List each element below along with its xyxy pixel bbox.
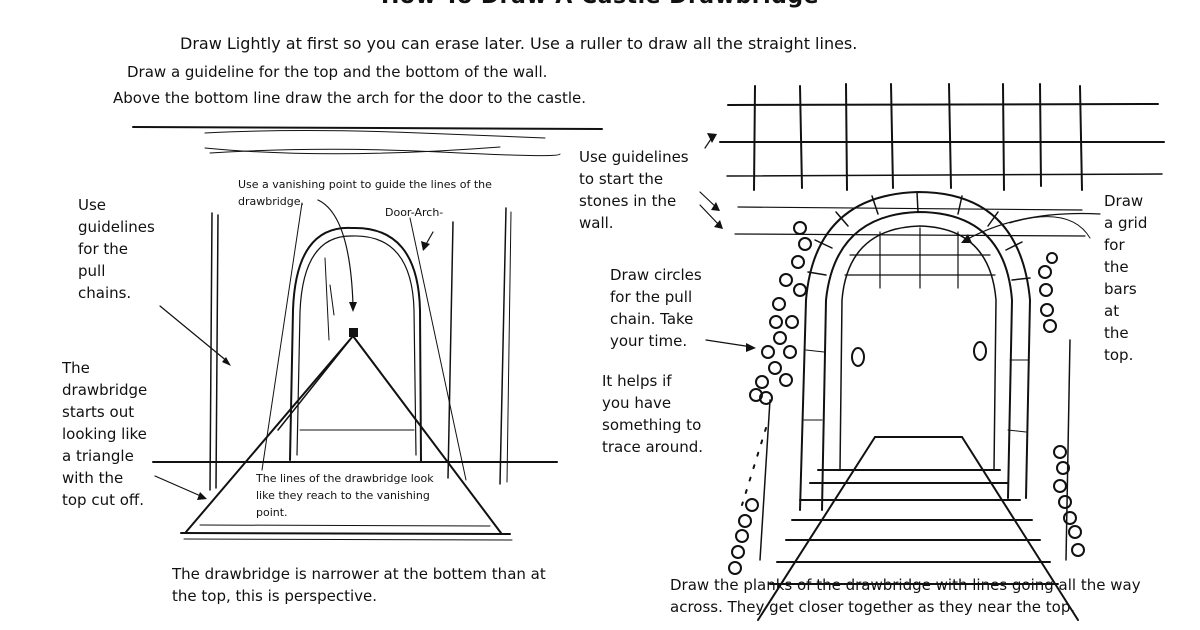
page-title: How To Draw A Castle Drawbridge — [0, 0, 1200, 9]
vanishing-point-note: Use a vanishing point to guide the lines… — [238, 178, 492, 208]
arch-note: Above the bottom line draw the arch for … — [113, 89, 587, 107]
bridge-lines-note: The lines of the drawbridge look like th… — [256, 472, 434, 519]
door-arch-label: Door-Arch- — [385, 206, 444, 219]
intro-note: Draw Lightly at first so you can erase l… — [180, 34, 858, 53]
circles-note: Draw circles for the pull chain. Take yo… — [610, 266, 702, 350]
trace-note: It helps if you have something to trace … — [602, 372, 703, 456]
guideline-note: Draw a guideline for the top and the bot… — [127, 63, 548, 81]
grid-note: Draw a grid for the bars at the top. — [1104, 192, 1148, 364]
stones-note: Use guidelines to start the stones in th… — [579, 148, 689, 232]
triangle-note: The drawbridge starts out looking like a… — [62, 359, 148, 509]
planks-note: Draw the planks of the drawbridge with l… — [670, 576, 1141, 616]
perspective-note: The drawbridge is narrower at the bottem… — [172, 565, 546, 605]
pull-chains-note: Use guidelines for the pull chains. — [78, 196, 155, 302]
